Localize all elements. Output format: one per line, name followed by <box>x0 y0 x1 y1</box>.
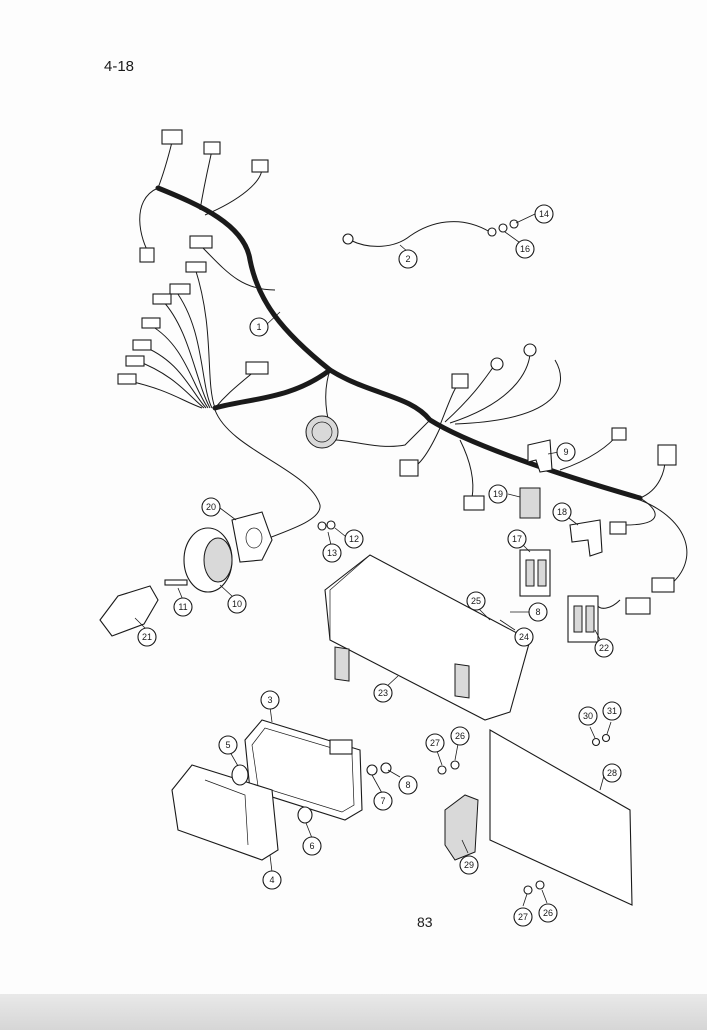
callout-27: 27 <box>425 733 445 753</box>
svg-text:26: 26 <box>455 731 465 741</box>
callout-4: 4 <box>262 870 282 890</box>
callout-8b: 8 <box>528 602 548 622</box>
svg-text:12: 12 <box>349 534 359 544</box>
page-number: 4-18 <box>104 58 135 75</box>
callout-23: 23 <box>373 683 393 703</box>
svg-text:28: 28 <box>607 768 617 778</box>
svg-text:4: 4 <box>269 875 274 885</box>
callout-14: 14 <box>534 204 554 224</box>
callout-10: 10 <box>227 594 247 614</box>
relay-bracket <box>569 519 603 557</box>
callout-19: 19 <box>488 484 508 504</box>
callout-31: 31 <box>602 701 622 721</box>
svg-text:7: 7 <box>380 796 385 806</box>
callout-16: 16 <box>515 239 535 259</box>
board-connector <box>444 794 479 861</box>
svg-text:2: 2 <box>405 254 410 264</box>
svg-text:31: 31 <box>607 706 617 716</box>
relay <box>519 487 541 519</box>
svg-text:24: 24 <box>519 632 529 642</box>
callout-22: 22 <box>594 638 614 658</box>
lamp-icon <box>171 719 363 861</box>
socket <box>183 511 273 593</box>
callout-21: 21 <box>137 627 157 647</box>
svg-text:21: 21 <box>142 632 152 642</box>
callout-26: 26 <box>450 726 470 746</box>
svg-text:25: 25 <box>471 596 481 606</box>
callout-11: 11 <box>173 597 193 617</box>
svg-text:3: 3 <box>267 695 272 705</box>
connector-icon <box>117 129 677 615</box>
sheet-number: 83 <box>417 914 433 930</box>
svg-text:14: 14 <box>539 209 549 219</box>
callout-26b: 26 <box>538 903 558 923</box>
callout-12: 12 <box>344 529 364 549</box>
svg-text:13: 13 <box>327 548 337 558</box>
callout-7: 7 <box>373 791 393 811</box>
callout-24: 24 <box>514 627 534 647</box>
svg-text:26: 26 <box>543 908 553 918</box>
panel-icon <box>324 554 531 721</box>
callout-30: 30 <box>578 706 598 726</box>
callout-2: 2 <box>398 249 418 269</box>
svg-text:10: 10 <box>232 599 242 609</box>
wire-harness-icon <box>124 141 688 609</box>
svg-text:6: 6 <box>309 841 314 851</box>
callout-8: 8 <box>398 775 418 795</box>
callout-9: 9 <box>556 442 576 462</box>
callout-3: 3 <box>260 690 280 710</box>
callout-1: 1 <box>249 317 269 337</box>
svg-text:19: 19 <box>493 489 503 499</box>
callout-18: 18 <box>552 502 572 522</box>
svg-text:1: 1 <box>256 322 261 332</box>
callout-25: 25 <box>466 591 486 611</box>
svg-text:11: 11 <box>178 602 187 612</box>
svg-text:30: 30 <box>583 711 593 721</box>
callout-5: 5 <box>218 735 238 755</box>
svg-text:29: 29 <box>464 860 474 870</box>
plug <box>99 585 159 637</box>
circuit-board <box>489 729 633 906</box>
svg-text:27: 27 <box>518 912 528 922</box>
ground-cable <box>349 221 491 247</box>
svg-text:16: 16 <box>520 244 530 254</box>
svg-text:20: 20 <box>206 502 216 512</box>
svg-text:23: 23 <box>378 688 388 698</box>
callout-20: 20 <box>201 497 221 517</box>
svg-text:22: 22 <box>599 643 609 653</box>
svg-text:9: 9 <box>563 447 568 457</box>
svg-text:18: 18 <box>557 507 567 517</box>
svg-text:5: 5 <box>225 740 230 750</box>
callout-28: 28 <box>602 763 622 783</box>
svg-text:17: 17 <box>512 534 522 544</box>
bracket <box>527 439 553 473</box>
callout-13: 13 <box>322 543 342 563</box>
callout-17: 17 <box>507 529 527 549</box>
svg-text:27: 27 <box>430 738 440 748</box>
svg-text:8: 8 <box>405 780 410 790</box>
scan-edge-strip <box>0 994 707 1030</box>
callout-27b: 27 <box>513 907 533 927</box>
callout-29: 29 <box>459 855 479 875</box>
svg-text:8: 8 <box>535 607 540 617</box>
switch <box>519 549 551 597</box>
callout-6: 6 <box>302 836 322 856</box>
